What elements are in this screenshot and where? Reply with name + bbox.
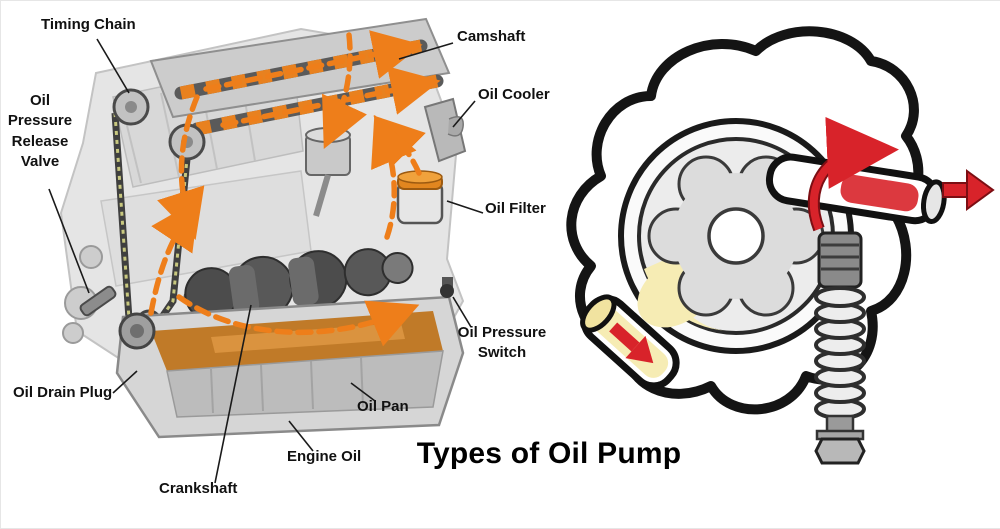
inlet-red-arrow bbox=[609, 322, 654, 364]
relief-valve-assembly bbox=[814, 231, 866, 465]
oil-flow-arrows bbox=[148, 30, 441, 347]
label-crankshaft: Crankshaft bbox=[159, 480, 238, 497]
outlet-curved-arrow bbox=[807, 116, 899, 232]
label-oil-pan: Oil Pan bbox=[357, 398, 409, 415]
oil-pump-illustration bbox=[566, 26, 995, 465]
page-title: Types of Oil Pump bbox=[416, 437, 682, 470]
oil-pump-pickup bbox=[118, 312, 156, 350]
outlet-exit-arrow bbox=[942, 169, 995, 211]
crankshaft-part bbox=[183, 248, 414, 322]
inner-rotor bbox=[647, 155, 825, 317]
label-oil-filter: Oil Filter bbox=[485, 200, 546, 217]
spring-coil bbox=[814, 286, 866, 420]
release-valve-part bbox=[79, 285, 117, 317]
label-oil-drain-plug: Oil Drain Plug bbox=[13, 384, 113, 401]
pressure-switch-part bbox=[440, 277, 454, 298]
label-timing-chain: Timing Chain bbox=[41, 16, 136, 33]
outlet-tube bbox=[765, 116, 995, 232]
label-oil-pressure-switch: Oil Pressure Switch bbox=[457, 324, 547, 362]
label-engine-oil: Engine Oil bbox=[287, 448, 362, 465]
label-camshaft: Camshaft bbox=[457, 28, 526, 45]
label-oil-pressure-release-valve: Oil Pressure Release Valve bbox=[7, 92, 73, 170]
label-oil-cooler: Oil Cooler bbox=[478, 86, 550, 103]
relief-valve-bolt bbox=[814, 414, 866, 465]
oil-filter-part bbox=[396, 170, 444, 225]
engine-cutaway-illustration bbox=[59, 17, 467, 439]
inlet-tube bbox=[580, 294, 680, 390]
